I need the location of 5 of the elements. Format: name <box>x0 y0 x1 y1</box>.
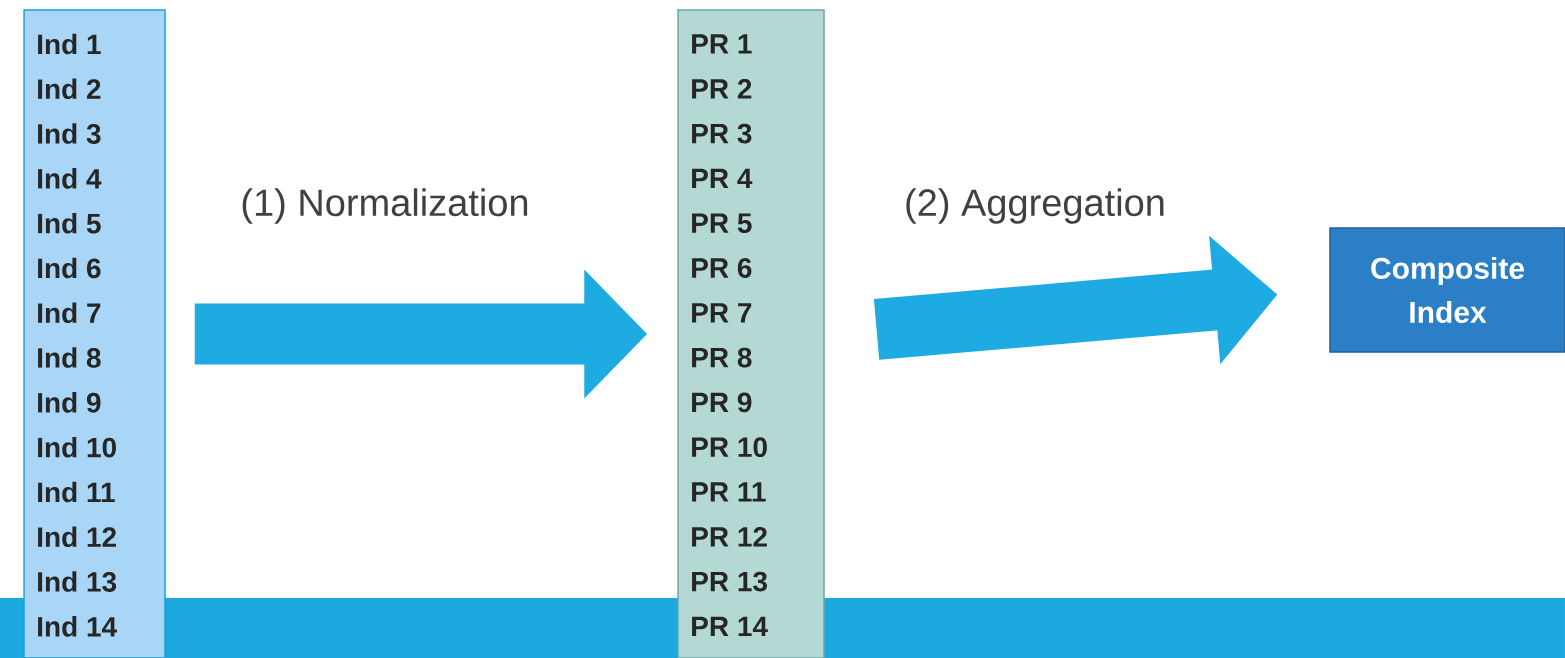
indicator-column: Ind 1 Ind 2 Ind 3 Ind 4 Ind 5 Ind 6 Ind 7 Ind 8 Ind 9 Ind 10 Ind 11 Ind 12 Ind 13 Ind 14 <box>23 9 166 658</box>
edge-label: (2) Aggregation <box>906 188 1164 224</box>
score-column: PR 1 PR 2 PR 3 PR 4 PR 5 PR 6 PR 7 PR 8 PR 9 PR 10 PR 11 PR 12 PR 13 PR 14 <box>677 9 825 658</box>
result-box: Composite Index <box>1329 227 1565 353</box>
edge-label: (1) Normalization <box>242 188 528 224</box>
